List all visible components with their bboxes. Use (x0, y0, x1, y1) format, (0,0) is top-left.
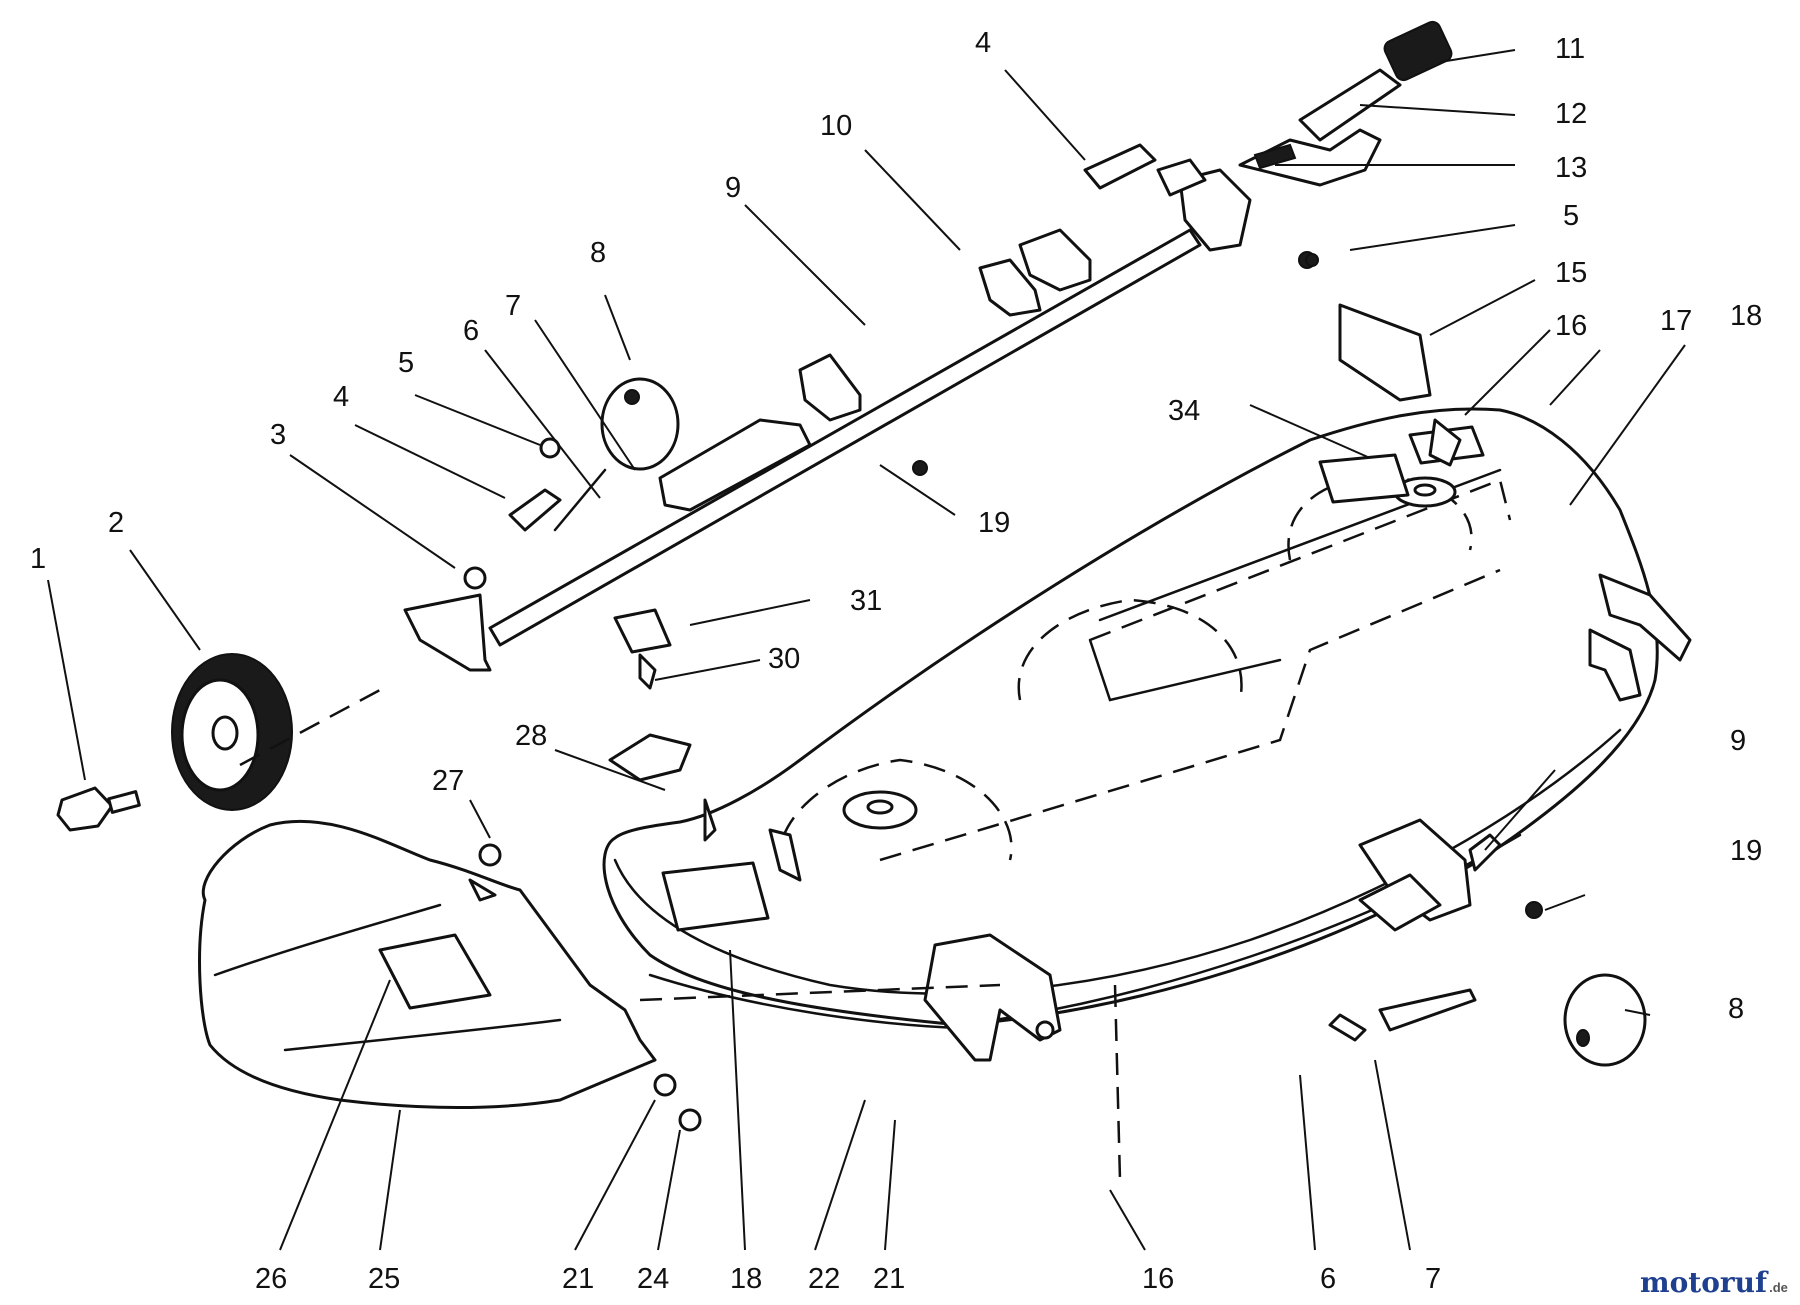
callout-8: 8 (590, 237, 606, 269)
callout-25: 25 (368, 1263, 400, 1295)
callout-22: 22 (808, 1263, 840, 1295)
leader-lines (47, 49, 1686, 1251)
callout-4: 4 (333, 381, 349, 413)
callout-6: 6 (463, 315, 479, 347)
mower-deck-housing (602, 407, 1692, 1062)
callout-10: 10 (820, 110, 852, 142)
callout-labels: 1 2 3 4 5 6 7 8 9 10 11 12 13 5 15 16 17… (30, 27, 1762, 1295)
callout-7: 7 (505, 290, 521, 322)
callout-2: 2 (108, 507, 124, 539)
motoruf-logo: motoruf.de (1640, 1266, 1788, 1299)
callout-7b: 7 (1425, 1263, 1441, 1295)
callout-28: 28 (515, 720, 547, 752)
callout-34: 34 (1168, 395, 1200, 427)
callout-13: 13 (1555, 152, 1587, 184)
discharge-chute (198, 819, 702, 1132)
callout-17: 17 (1660, 305, 1692, 337)
callout-12: 12 (1555, 98, 1587, 130)
anti-scalp-roller (1328, 818, 1647, 1067)
callout-15: 15 (1555, 257, 1587, 289)
callout-16b: 16 (1142, 1263, 1174, 1295)
callout-19b: 19 (1730, 835, 1762, 867)
callout-19: 19 (978, 507, 1010, 539)
callout-18: 18 (1730, 300, 1762, 332)
callout-21b: 21 (873, 1263, 905, 1295)
callout-6b: 6 (1320, 1263, 1336, 1295)
callout-27: 27 (432, 765, 464, 797)
height-adjust-shaft (403, 20, 1453, 672)
callout-16: 16 (1555, 310, 1587, 342)
callout-4b: 4 (975, 27, 991, 59)
callout-26: 26 (255, 1263, 287, 1295)
callout-9: 9 (725, 172, 741, 204)
callout-8b: 8 (1728, 993, 1744, 1025)
callout-30: 30 (768, 643, 800, 675)
logo-text: motoruf.de (1640, 1266, 1788, 1299)
callout-21: 21 (562, 1263, 594, 1295)
callout-18b: 18 (730, 1263, 762, 1295)
callout-24: 24 (637, 1263, 669, 1295)
callout-5: 5 (398, 347, 414, 379)
callout-31: 31 (850, 585, 882, 617)
callout-5b: 5 (1563, 200, 1579, 232)
callout-11: 11 (1555, 33, 1585, 65)
callout-3: 3 (270, 419, 286, 451)
callout-9b: 9 (1730, 725, 1746, 757)
callout-1: 1 (30, 543, 46, 575)
gauge-wheel-and-hardware (56, 143, 1543, 919)
